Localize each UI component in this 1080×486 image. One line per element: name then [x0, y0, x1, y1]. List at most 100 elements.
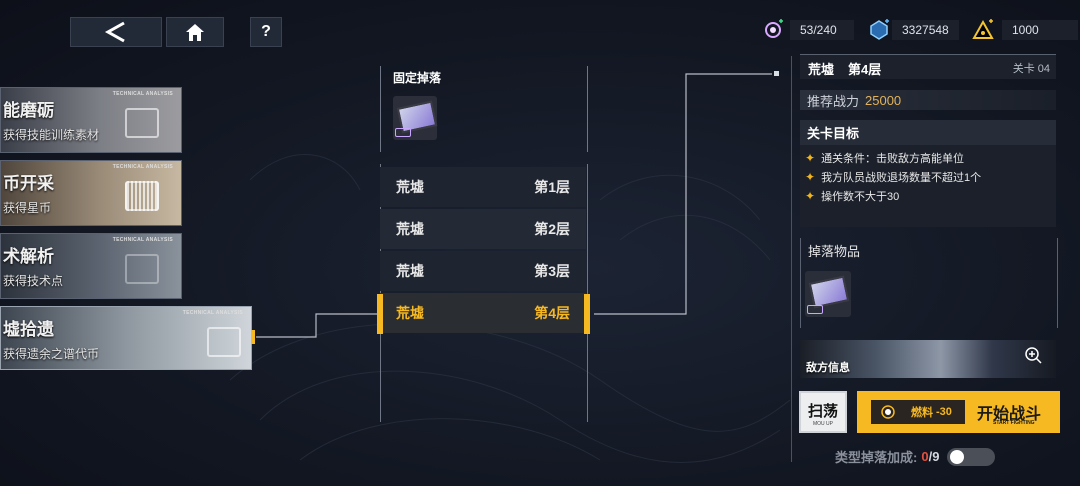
floor-level: 第3层 [534, 263, 570, 279]
objective-item: ✦ 通关条件：击败敌方高能单位 [800, 148, 1056, 167]
start-fight-label: 开始战斗 [977, 406, 1042, 423]
mode-card-tag: TECHNICAL ANALYSIS [182, 310, 243, 316]
exp-icon [125, 254, 159, 284]
mode-card-art [1, 307, 251, 369]
mode-card-title: 币开采 [3, 174, 54, 193]
fixed-drop-label: 固定掉落 [393, 71, 442, 85]
fuel-cost-box: 燃料 -30 [871, 400, 965, 424]
floor-level: 第2层 [534, 221, 570, 237]
resource-token[interactable]: 1000 [972, 18, 1078, 42]
drop-item-ticket[interactable] [805, 271, 851, 317]
drops-label: 掉落物品 [808, 244, 861, 259]
recommended-power: 推荐战力 25000 [800, 90, 1056, 110]
stage-level: 第4层 [848, 62, 882, 77]
start-fight-sublabel: START FIGHTING [993, 420, 1035, 426]
drop-item-ticket[interactable] [393, 96, 438, 140]
mode-card-title: 术解析 [3, 247, 54, 266]
bonus-current: 0 [921, 449, 929, 464]
mode-card-subtitle: 获得遗余之谱代币 [3, 347, 100, 361]
floor-name: 荒墟 [396, 179, 424, 195]
selected-floor-marker-right [584, 294, 590, 334]
toggle-knob [950, 449, 965, 464]
drops-panel: 掉落物品 [800, 238, 1058, 328]
mode-card-tag: TECHNICAL ANALYSIS [112, 91, 173, 97]
mode-card-tag: TECHNICAL ANALYSIS [112, 237, 173, 243]
mode-card-subtitle: 获得技能训练素材 [3, 128, 100, 142]
objectives-header: 关卡目标 [800, 120, 1056, 145]
help-icon: ? [261, 23, 271, 40]
resource-energy-value: 53/240 [790, 20, 854, 40]
zoom-icon [1025, 347, 1042, 364]
mode-card-art [1, 88, 181, 152]
resource-energy[interactable]: 53/240 [762, 18, 854, 42]
power-label: 推荐战力 [807, 93, 860, 109]
selected-floor-marker-left [377, 294, 383, 334]
sweep-sublabel: MOU UP [813, 421, 833, 427]
objective-text: 通关条件：击败敌方高能单位 [821, 152, 965, 165]
star-icon: ✦ [805, 150, 816, 165]
power-value: 25000 [865, 92, 902, 108]
objective-item: ✦ 操作数不大于30 [800, 186, 1056, 205]
home-icon [186, 24, 204, 41]
ticket-icon [207, 327, 241, 357]
back-button[interactable] [70, 17, 162, 47]
item-tag-icon [807, 305, 823, 314]
floor-level: 第4层 [534, 305, 570, 321]
floor-name: 荒墟 [396, 221, 424, 237]
selected-card-marker [251, 330, 255, 344]
sweep-button[interactable]: 扫荡 MOU UP [799, 391, 847, 433]
stage-code: 关卡 04 [1012, 63, 1050, 75]
ticket-icon [125, 108, 159, 138]
mode-card-title: 能磨砺 [3, 101, 54, 120]
fixed-drop-panel: 固定掉落 [380, 66, 588, 152]
start-fight-button[interactable]: 燃料 -30 开始战斗 START FIGHTING [857, 391, 1060, 433]
enemy-info-panel[interactable]: 敌方信息 [800, 340, 1056, 378]
mode-card-art [1, 234, 181, 298]
floor-item-2[interactable]: 荒墟 第2层 [380, 209, 586, 249]
mode-card-tech[interactable]: TECHNICAL ANALYSIS 术解析 获得技术点 [0, 233, 182, 299]
fuel-cost: -30 [936, 406, 952, 418]
mode-card-tag: TECHNICAL ANALYSIS [112, 164, 173, 170]
floor-name: 荒墟 [396, 305, 424, 321]
floor-item-1[interactable]: 荒墟 第1层 [380, 167, 586, 207]
detail-divider [791, 56, 792, 462]
bonus-max: /9 [928, 449, 940, 464]
bonus-label: 类型掉落加成: [835, 450, 918, 465]
mode-card-relic[interactable]: TECHNICAL ANALYSIS 墟拾遗 获得遗余之谱代币 [0, 306, 252, 370]
star-icon: ✦ [805, 169, 816, 184]
detail-header: 荒墟 第4层 关卡 04 [800, 54, 1056, 79]
triangle-token-icon [972, 19, 994, 39]
mode-card-coin[interactable]: TECHNICAL ANALYSIS 币开采 获得星币 [0, 160, 182, 226]
resource-crystal[interactable]: 3327548 [868, 18, 959, 42]
help-button[interactable]: ? [250, 17, 282, 47]
objective-text: 我方队员战败退场数量不超过1个 [821, 171, 982, 184]
sweep-label: 扫荡 [807, 403, 838, 420]
floor-item-4-selected[interactable]: 荒墟 第4层 [380, 293, 586, 333]
mode-card-subtitle: 获得技术点 [3, 274, 64, 288]
mode-card-skill[interactable]: TECHNICAL ANALYSIS 能磨砺 获得技能训练素材 [0, 87, 182, 153]
item-tag-icon [395, 128, 411, 137]
objectives-panel: 关卡目标 ✦ 通关条件：击败敌方高能单位 ✦ 我方队员战败退场数量不超过1个 ✦ 操作… [800, 120, 1056, 227]
star-icon: ✦ [805, 188, 816, 203]
ticket-item-icon [808, 275, 850, 309]
objective-text: 操作数不大于30 [821, 190, 900, 203]
barcode-icon [125, 181, 159, 211]
home-button[interactable] [166, 17, 224, 47]
floor-level: 第1层 [534, 179, 570, 195]
stage-name: 荒墟 [808, 62, 835, 77]
resource-token-value: 1000 [1002, 20, 1078, 40]
floor-item-3[interactable]: 荒墟 第3层 [380, 251, 586, 291]
fuel-label: 燃料 [911, 407, 933, 419]
enemy-info-label: 敌方信息 [806, 362, 850, 374]
floor-name: 荒墟 [396, 263, 424, 279]
objective-item: ✦ 我方队员战败退场数量不超过1个 [800, 167, 1056, 186]
bonus-toggle[interactable] [947, 447, 996, 466]
energy-orb-icon [765, 19, 783, 38]
mode-card-title: 墟拾遗 [3, 320, 54, 339]
chevron-left-icon [104, 21, 125, 43]
fuel-icon [881, 405, 895, 419]
drop-bonus-row: 类型掉落加成: 0 /9 [835, 447, 996, 466]
crystal-icon [870, 19, 889, 40]
